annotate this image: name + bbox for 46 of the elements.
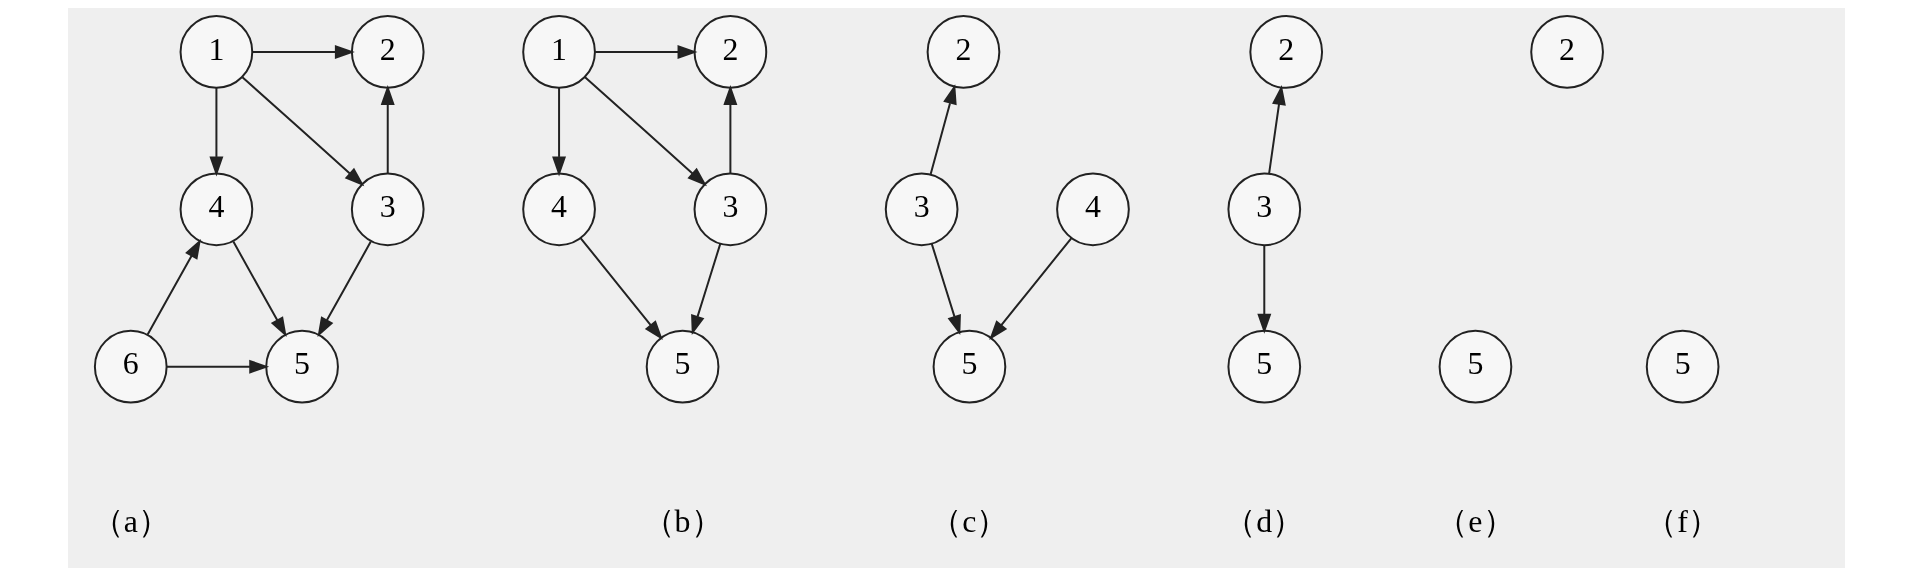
arrow — [583, 76, 707, 187]
arrow — [930, 242, 961, 336]
label: （b） — [642, 503, 723, 539]
node-circle: 4 — [521, 172, 596, 247]
arrow — [165, 359, 269, 374]
node-circle: 5 — [1645, 329, 1719, 404]
node-circle: 2 — [1529, 15, 1604, 89]
arrow — [317, 240, 372, 338]
node-circle: 3 — [693, 172, 767, 247]
node-circle: 5 — [932, 329, 1006, 404]
arrow — [208, 86, 223, 177]
arrow — [593, 44, 697, 59]
arrow — [240, 76, 364, 187]
arrow — [146, 238, 201, 336]
arrow — [929, 84, 957, 176]
node-circle: 2 — [1248, 15, 1323, 89]
label: （e） — [1435, 503, 1515, 539]
label: （d） — [1223, 503, 1304, 539]
arrow — [579, 237, 663, 341]
node-circle: 5 — [1438, 329, 1512, 404]
node-circle: 3 — [1226, 172, 1301, 247]
arrow — [722, 84, 737, 175]
arrow — [251, 44, 355, 59]
node-circle: 2 — [693, 15, 767, 89]
node-circle: 4 — [1055, 172, 1130, 247]
arrow — [231, 240, 287, 338]
node-circle: 5 — [1226, 329, 1301, 404]
arrow — [1256, 244, 1271, 334]
node-circle: 5 — [645, 329, 719, 404]
node-circle: 4 — [179, 172, 253, 247]
arrow — [551, 86, 566, 177]
node-circle: 6 — [93, 329, 168, 404]
arrow — [380, 84, 395, 175]
node-circle: 2 — [926, 15, 1000, 89]
node-circle: 1 — [521, 15, 596, 89]
node-circle: 5 — [264, 329, 339, 404]
label: （f） — [1644, 503, 1720, 539]
node-circle: 3 — [884, 172, 958, 247]
arrow — [988, 237, 1072, 341]
arrow — [1267, 85, 1286, 175]
label: （c） — [929, 503, 1009, 539]
node-circle: 1 — [179, 15, 253, 89]
label: （a） — [91, 503, 170, 539]
node-circle: 2 — [350, 15, 425, 89]
node-circle: 3 — [350, 172, 425, 247]
arrow — [690, 242, 721, 336]
